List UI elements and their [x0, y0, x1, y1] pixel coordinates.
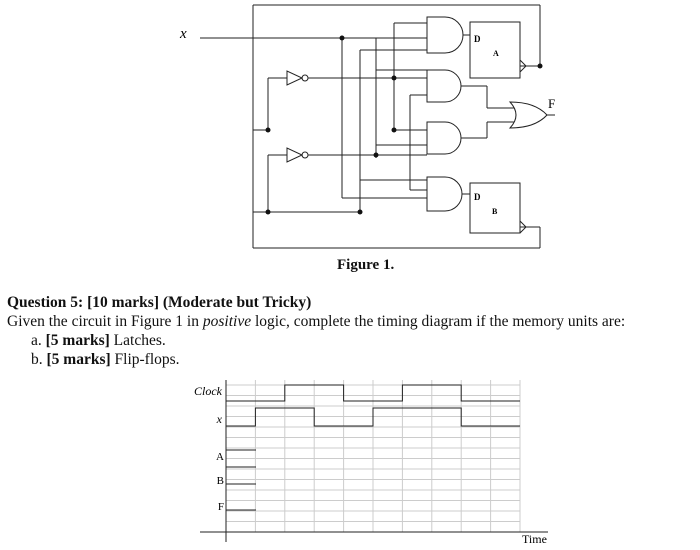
signal-label-b: B [217, 475, 224, 487]
question-title: Question 5: [10 marks] (Moderate but Tri… [7, 294, 312, 311]
item-b-letter: b. [31, 351, 43, 368]
memory-a-name: A [493, 49, 499, 58]
circuit-diagram: x F D A D B [179, 4, 555, 249]
memory-b-name: B [492, 207, 498, 216]
figure-caption: Figure 1. [337, 257, 395, 273]
item-a-letter: a. [31, 332, 42, 349]
x-waveform [226, 407, 520, 427]
memory-a-d-label: D [474, 34, 481, 44]
output-label-f: F [548, 96, 555, 111]
item-a-text: Latches. [109, 332, 166, 349]
memory-b-d-label: D [474, 192, 481, 202]
signal-label-clock: Clock [194, 384, 223, 398]
input-label-x: x [179, 26, 187, 42]
time-axis-label: Time [522, 532, 547, 546]
question-intro-after: logic, complete the timing diagram if th… [251, 313, 626, 330]
signal-label-a: A [216, 451, 224, 463]
question-block: Question 5: [10 marks] (Moderate but Tri… [7, 293, 697, 369]
question-item-b: b. [5 marks] Flip-flops. [7, 350, 697, 369]
timing-diagram: Clock xAB F Time [194, 380, 548, 546]
signal-label-x: x [216, 412, 223, 426]
item-a-marks: [5 marks] [45, 332, 110, 349]
question-item-a: a. [5 marks] Latches. [7, 331, 697, 350]
item-b-text: Flip-flops. [110, 351, 180, 368]
question-intro-before: Given the circuit in Figure 1 in [7, 313, 203, 330]
item-b-marks: [5 marks] [46, 351, 111, 368]
question-intro: Given the circuit in Figure 1 in positiv… [7, 312, 697, 331]
question-intro-emph: positive [202, 313, 252, 330]
clock-waveform [226, 384, 520, 402]
signal-label-f: F [218, 501, 224, 513]
